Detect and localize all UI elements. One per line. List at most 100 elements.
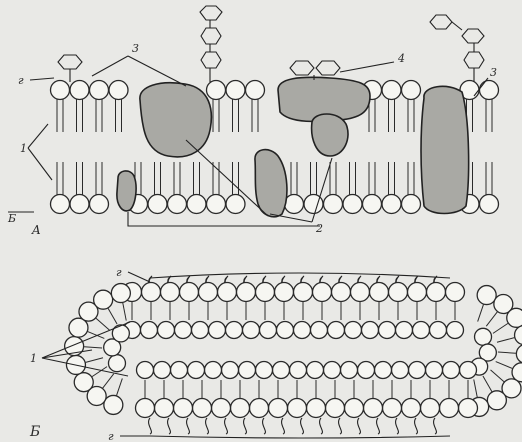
lipid-head (440, 399, 459, 418)
lipid-head (294, 322, 311, 339)
lipid-head (174, 399, 193, 418)
lipid-head (188, 362, 205, 379)
lipid-head (446, 283, 465, 302)
panel-label-b: Б (29, 424, 40, 440)
lipid-head (51, 81, 70, 100)
lipid-head (307, 362, 324, 379)
lipid-head (112, 325, 129, 342)
lipid-head (171, 362, 188, 379)
lipid-head (136, 399, 155, 418)
label-a-4: 4 (397, 52, 405, 65)
lipid-head (313, 283, 332, 302)
lipid-tail (123, 303, 126, 321)
lipid-head (207, 195, 226, 214)
lipid-head (250, 399, 269, 418)
lipid-head (148, 195, 167, 214)
lipid-head (480, 81, 499, 100)
lipid-head (363, 195, 382, 214)
lipid-head (70, 81, 89, 100)
lipid-head (141, 322, 158, 339)
lipid-head (273, 362, 290, 379)
protein-lobe (312, 114, 348, 156)
lipid-head (246, 81, 265, 100)
lipid-head (487, 391, 506, 410)
lipid-tail (117, 378, 123, 395)
label-a-3-right: 3 (490, 66, 497, 79)
lipid-tail (88, 332, 105, 339)
lipid-head (475, 328, 492, 345)
lipid-head (231, 399, 250, 418)
lipid-head (277, 322, 294, 339)
glycan-loop (320, 418, 323, 434)
lipid-head (402, 81, 421, 100)
lipid-head (402, 399, 421, 418)
lipid-tail (498, 352, 516, 353)
lipid-head (218, 283, 237, 302)
lipid-head (154, 362, 171, 379)
lipid-head (226, 81, 245, 100)
lipid-head (328, 322, 345, 339)
lipid-head (427, 283, 446, 302)
lipid-head (426, 362, 443, 379)
lipid-head (326, 399, 345, 418)
lipid-head (239, 362, 256, 379)
lipid-head (507, 308, 522, 327)
lipid-head (364, 399, 383, 418)
lipid-head (187, 195, 206, 214)
lipid-head (288, 399, 307, 418)
lipid-head (447, 322, 464, 339)
lipid-tail (96, 318, 110, 330)
lipid-head (351, 283, 370, 302)
lipid-head (109, 81, 128, 100)
lipid-tail (486, 312, 497, 326)
panel-b: г 1 г Б (29, 266, 522, 442)
lipid-head (345, 399, 364, 418)
peripheral-protein-left (117, 171, 136, 211)
lipid-head (341, 362, 358, 379)
lipid-head (358, 362, 375, 379)
lipid-head (396, 322, 413, 339)
lipid-head (402, 195, 421, 214)
lipid-head (421, 399, 440, 418)
liposome-inner-heads (104, 322, 497, 379)
glycan-loop (149, 418, 152, 434)
lipid-head (222, 362, 239, 379)
lipid-tail (493, 323, 508, 333)
panel-a: г 1 3 4 3 2 Б A (7, 6, 499, 237)
lipid-head (443, 362, 460, 379)
lipid-head (383, 399, 402, 418)
lipid-head (70, 195, 89, 214)
lipid-head (205, 362, 222, 379)
lipid-head (94, 290, 113, 309)
lipid-head (51, 195, 70, 214)
lipid-tail (86, 358, 103, 363)
lipid-head (392, 362, 409, 379)
lipid-head (207, 81, 226, 100)
lipid-head (137, 362, 154, 379)
transmembrane-protein (421, 86, 469, 213)
lipid-tail (497, 338, 514, 343)
lipid-head (226, 195, 245, 214)
lipid-head (515, 326, 522, 345)
lipid-tail (474, 379, 477, 397)
lipid-head (408, 283, 427, 302)
lipid-head (175, 322, 192, 339)
lipid-head (199, 283, 218, 302)
lipid-head (243, 322, 260, 339)
lipid-head (345, 322, 362, 339)
lipid-head (332, 283, 351, 302)
glycan-strand (150, 436, 450, 438)
label-a-2: 2 (315, 222, 323, 235)
lipid-tail (491, 370, 505, 382)
lipid-head (382, 195, 401, 214)
carbohydrate-chain-center (200, 6, 222, 82)
lipid-head (379, 322, 396, 339)
lipid-head (311, 322, 328, 339)
glycan-loop (396, 418, 399, 434)
lipid-head (104, 395, 123, 414)
lipid-head (343, 195, 362, 214)
label-b-g-bottom: г (108, 430, 114, 442)
lipid-tail (103, 374, 114, 388)
glycan-loops-bottom (149, 418, 450, 438)
